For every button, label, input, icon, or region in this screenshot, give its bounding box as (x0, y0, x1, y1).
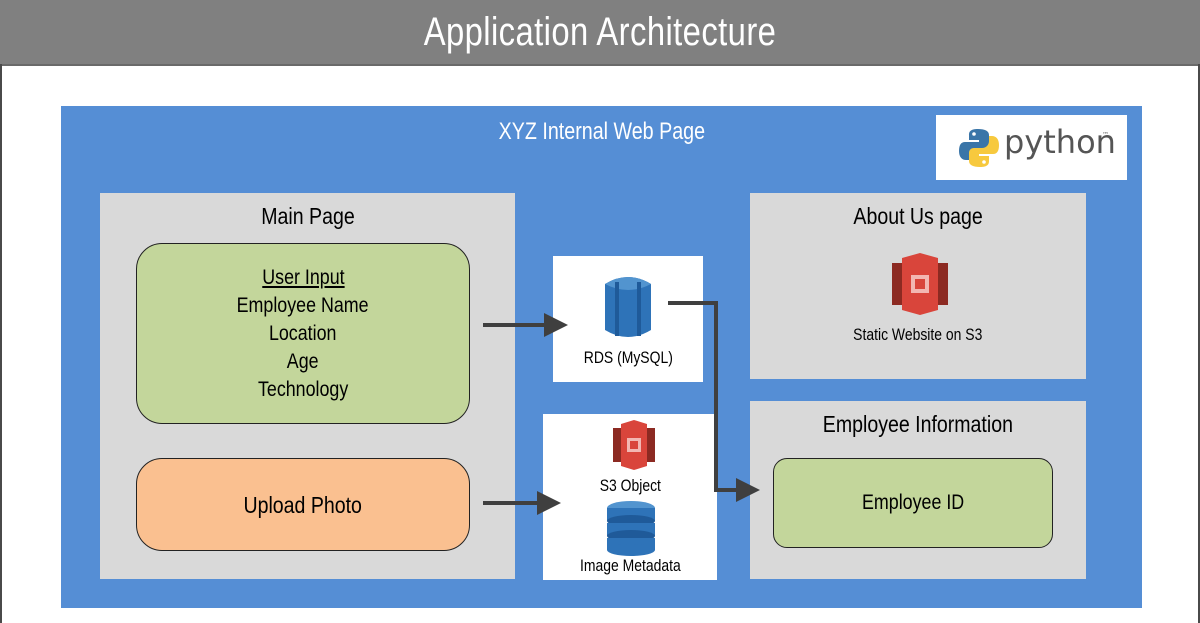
python-logo-icon: python ™ (959, 123, 1116, 167)
storage-box: S3 Object Image Metadata (543, 414, 717, 580)
main-page-title-text: Main Page (260, 203, 355, 229)
python-wordmark: python (1004, 123, 1116, 161)
page-title: Application Architecture (423, 9, 777, 54)
arrow-rds-to-employee-info (668, 301, 760, 502)
field-age: Age (287, 349, 319, 373)
right-border (1198, 64, 1200, 623)
left-border (0, 64, 2, 623)
page-title-bar: Application Architecture (0, 0, 1200, 66)
dynamodb-icon (607, 501, 655, 556)
container-title-text: XYZ Internal Web Page (498, 118, 705, 145)
static-site-s3-icon (892, 253, 948, 315)
employee-info-title-text: Employee Information (822, 411, 1014, 437)
user-input-heading: User Input (261, 265, 345, 289)
upload-photo-box: Upload Photo (136, 458, 470, 551)
python-logo: python ™ (936, 115, 1127, 180)
container-title: XYZ Internal Web Page (61, 118, 1142, 146)
database-icon (605, 277, 651, 337)
field-technology: Technology (257, 377, 349, 401)
main-page-title: Main Page (100, 203, 515, 230)
field-employee-name: Employee Name (237, 293, 369, 317)
rds-box: RDS (MySQL) (553, 256, 703, 382)
employee-id-label: Employee ID (861, 491, 965, 514)
image-metadata-label: Image Metadata (579, 556, 681, 575)
field-location: Location (269, 321, 337, 345)
s3-bucket-icon (613, 420, 655, 470)
about-us-title: About Us page (750, 203, 1086, 230)
upload-photo-label: Upload Photo (243, 491, 363, 518)
about-us-title-text: About Us page (853, 203, 983, 229)
user-input-box: User Input Employee Name Location Age Te… (136, 243, 470, 424)
about-us-panel: About Us page Static Website on S3 (750, 193, 1086, 379)
static-website-caption: Static Website on S3 (853, 325, 983, 344)
python-trademark: ™ (1102, 131, 1109, 139)
rds-label: RDS (MySQL) (583, 348, 673, 367)
s3-object-label: S3 Object (599, 476, 661, 495)
employee-info-title: Employee Information (750, 411, 1086, 438)
employee-id-box: Employee ID (773, 458, 1053, 548)
